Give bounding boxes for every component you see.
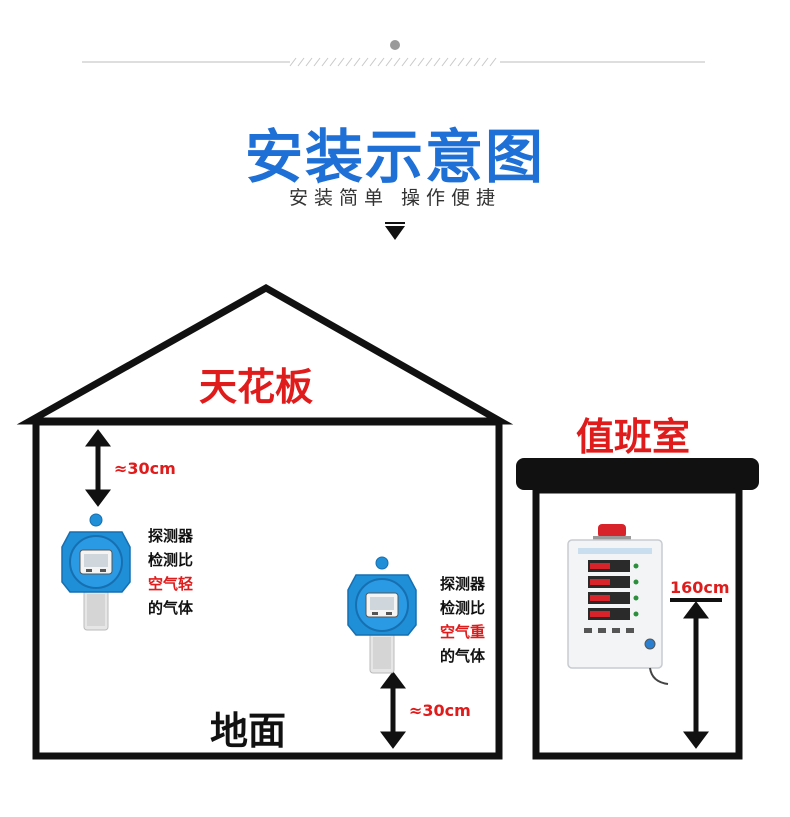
detector-light-line3: 空气轻: [148, 575, 194, 593]
height-marker: [670, 598, 722, 749]
top-gap-label: ≈30cm: [114, 459, 176, 478]
detector-light-note: 探测器 检测比 空气轻 的气体: [148, 524, 193, 620]
detector-light-line1: 探测器: [148, 527, 194, 545]
detector-heavy-note: 探测器 检测比 空气重 的气体: [440, 572, 485, 668]
duty-room-roof: [516, 458, 759, 490]
duty-room-label: 值班室: [576, 415, 691, 459]
down-triangle-icon: [385, 226, 405, 240]
bottom-gap-arrow: [380, 671, 406, 749]
top-divider-hatch: [289, 57, 497, 67]
floor-label: 地面: [210, 709, 287, 753]
detector-heavy-line2: 检测比: [440, 599, 486, 617]
bottom-gap-label: ≈30cm: [409, 701, 471, 720]
gas-detector-icon: [347, 556, 417, 674]
duty-room-wall: [532, 486, 743, 760]
detector-light-line4: 的气体: [148, 599, 194, 617]
detector-light-line2: 检测比: [148, 551, 194, 569]
alarm-controller-icon: [567, 524, 669, 685]
gas-detector-icon: [61, 513, 131, 631]
detector-heavy-line1: 探测器: [440, 575, 486, 593]
ceiling-label: 天花板: [199, 365, 314, 409]
detector-heavy-line3: 空气重: [440, 623, 486, 641]
page-title: 安装示意图: [244, 123, 545, 191]
top-dot: [390, 40, 400, 50]
house-wall: [32, 418, 503, 760]
page-subtitle: 安装简单 操作便捷: [288, 187, 502, 209]
detector-heavy-line4: 的气体: [440, 647, 486, 665]
top-gap-arrow: [85, 429, 111, 507]
height-label: 160cm: [670, 578, 730, 597]
